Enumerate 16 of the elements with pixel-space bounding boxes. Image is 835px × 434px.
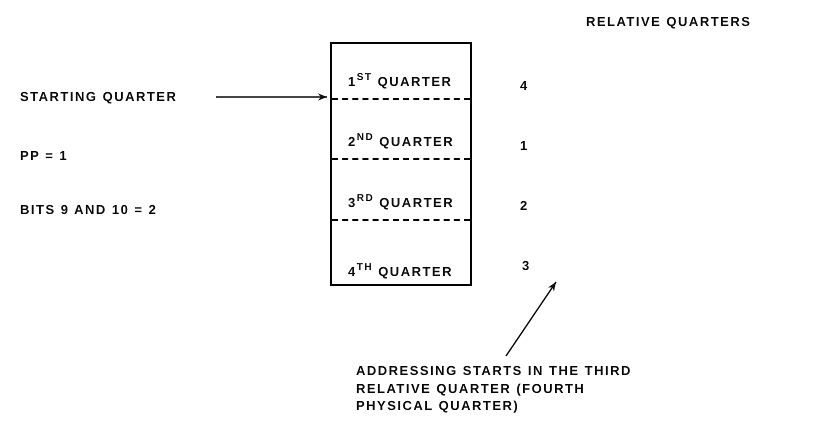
quarter-label: 4$^{TH}$ QUARTER bbox=[348, 264, 453, 280]
arrow bbox=[505, 282, 557, 356]
quarter-label: 2$^{ND}$ QUARTER bbox=[348, 134, 454, 150]
quarter-number: 4 bbox=[520, 78, 529, 94]
quarter-number: 1 bbox=[520, 138, 529, 154]
column-heading: RELATIVE QUARTERS bbox=[586, 14, 752, 30]
memory-block bbox=[330, 42, 472, 286]
quarter-label: 3$^{RD}$ QUARTER bbox=[348, 194, 454, 211]
quarter-number: 2 bbox=[520, 198, 529, 214]
arrow bbox=[216, 93, 327, 101]
text-label: BITS 9 AND 10 = 2 bbox=[20, 202, 158, 218]
text-label: STARTING QUARTER bbox=[20, 89, 178, 106]
text-label: 3 bbox=[522, 258, 531, 274]
quarter-label: 1$^{ST}$ QUARTER bbox=[348, 74, 452, 90]
note-text: ADDRESSING STARTS IN THE THIRD RELATIVE QUARTER (FOURTH PHYSICAL QUARTER) bbox=[356, 362, 633, 415]
text-label: PP = 1 bbox=[20, 148, 68, 164]
